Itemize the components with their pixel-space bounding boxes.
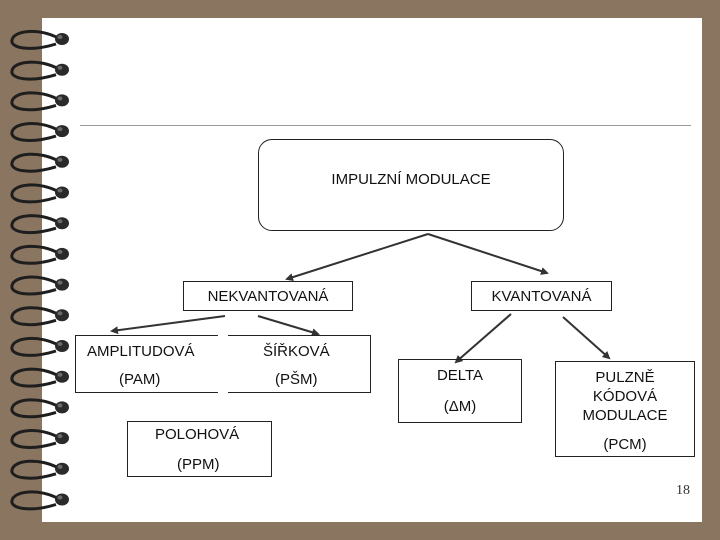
pam-pwm-divider [218, 335, 228, 393]
width-label: ŠÍŘKOVÁ [263, 343, 330, 360]
delta-abbr: (ΔM) [399, 398, 521, 415]
arrow-quantized-to-delta [456, 314, 511, 362]
arrow-unquantized-to-amplitude [112, 316, 225, 331]
arrow-root-to-quantized [428, 234, 547, 273]
quantized-node: KVANTOVANÁ [471, 281, 612, 311]
position-abbr: (PPM) [177, 456, 220, 473]
quantized-label: KVANTOVANÁ [472, 288, 611, 305]
root-label: IMPULZNÍ MODULACE [259, 171, 563, 188]
root-node: IMPULZNÍ MODULACE [258, 139, 564, 231]
pcm-label-line1: PULZNĚ [556, 368, 694, 387]
unquantized-label: NEKVANTOVANÁ [184, 288, 352, 305]
unquantized-node: NEKVANTOVANÁ [183, 281, 353, 311]
page-number: 18 [660, 483, 690, 499]
amplitude-label: AMPLITUDOVÁ [87, 343, 195, 360]
width-abbr: (PŠM) [275, 371, 318, 388]
pcm-label-line3: MODULACE [556, 406, 694, 425]
arrow-unquantized-to-width [258, 316, 318, 334]
pcm-label-line2: KÓDOVÁ [556, 387, 694, 406]
position-label: POLOHOVÁ [155, 426, 239, 443]
pcm-node: PULZNĚ KÓDOVÁ MODULACE (PCM) [555, 361, 695, 457]
amplitude-abbr: (PAM) [119, 371, 160, 388]
arrow-quantized-to-pcm [563, 317, 609, 358]
delta-node: DELTA (ΔM) [398, 359, 522, 423]
position-node: POLOHOVÁ (PPM) [127, 421, 272, 477]
delta-label: DELTA [399, 367, 521, 384]
arrow-root-to-unquantized [287, 234, 428, 279]
pcm-abbr: (PCM) [556, 435, 694, 454]
